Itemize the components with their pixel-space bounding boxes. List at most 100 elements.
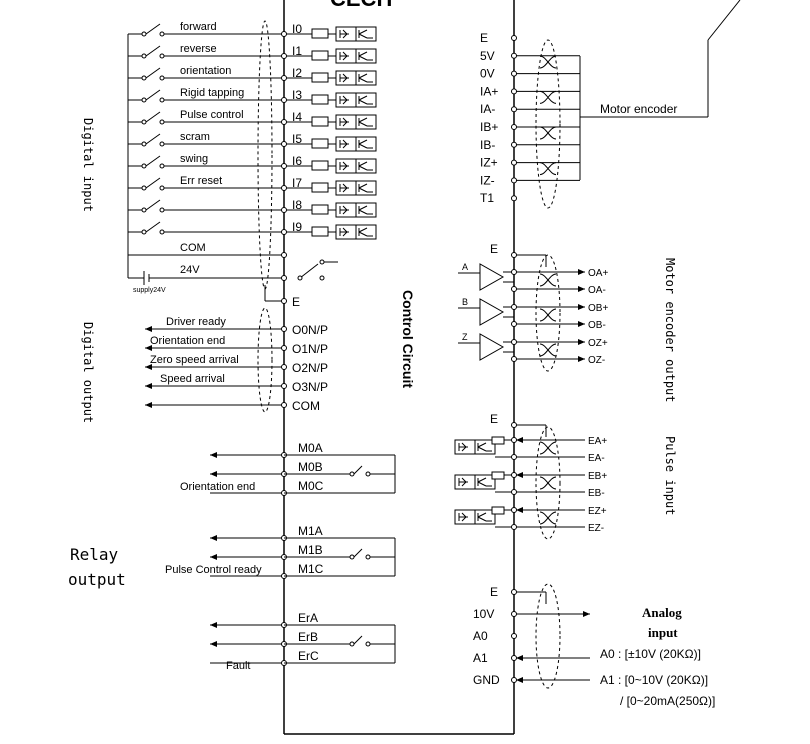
optocoupler-icon <box>335 158 377 174</box>
analog-spec-a1b: / [0~20mA(250Ω)] <box>620 694 715 708</box>
relay-function-label: Orientation end <box>180 481 255 493</box>
digital-input-label: scram <box>180 131 210 143</box>
pulse-input-channel: EZ+ EZ- <box>454 506 607 534</box>
header-partial-text: CECH <box>330 0 392 11</box>
encoder-pin-row: IB+ <box>480 120 580 134</box>
relay-pin-label: M0A <box>298 441 323 455</box>
input-terminal <box>281 31 287 37</box>
input-terminal <box>281 53 287 59</box>
resistor <box>311 226 329 237</box>
encoder-pin-row: IA+ <box>480 84 580 98</box>
relay-pin-label: ErC <box>298 649 319 663</box>
encoder-pin-label: IZ- <box>480 173 495 187</box>
pulse-input-terminal <box>511 454 517 460</box>
resistor <box>491 506 505 515</box>
digital-output-pin: O3N/P <box>292 380 328 394</box>
do-e-label: E <box>292 295 300 309</box>
channel-neg-label: OZ- <box>588 355 605 366</box>
relay-pin-label: ErB <box>298 630 318 644</box>
analog-pin-label: 10V <box>473 607 494 621</box>
channel-pos-label: EZ+ <box>588 506 607 517</box>
resistor <box>311 28 329 39</box>
shield-ellipse-eo <box>535 254 561 372</box>
encoder-output-channel: AOA+OA- <box>458 262 608 296</box>
motor-encoder-label: Motor encoder <box>600 102 677 116</box>
do-e-row: E <box>264 285 300 309</box>
encoder-pin-label: E <box>480 31 488 45</box>
digital-output-label: Speed arrival <box>160 373 225 385</box>
analog-terminal <box>511 633 517 639</box>
twisted-pair-icon <box>539 511 557 525</box>
twisted-pair-icon <box>539 476 557 490</box>
relay-pin-label: M1A <box>298 524 323 538</box>
control-circuit-label: Control Circuit <box>400 290 416 388</box>
optocoupler-icon <box>335 114 377 130</box>
encoder-terminal <box>511 106 517 113</box>
digital-output-row: COM <box>145 399 320 413</box>
digital-input-row: scram I5 <box>128 131 377 152</box>
digital-input-pin: I2 <box>292 66 302 80</box>
optocoupler-icon <box>454 474 496 490</box>
digital-input-pin: I4 <box>292 110 302 124</box>
encoder-pin-label: IA- <box>480 102 495 116</box>
pulse-input-terminal <box>511 437 517 443</box>
channel-neg-label: OB- <box>588 320 606 331</box>
encoder-output-terminal <box>511 286 517 292</box>
relay-pin-label: M0B <box>298 460 323 474</box>
resistor <box>311 116 329 127</box>
shield-ellipse-ai <box>535 583 561 689</box>
resistor <box>311 182 329 193</box>
line-driver-icon <box>479 333 505 361</box>
encoder-pin-row: T1 <box>480 191 517 205</box>
resistor <box>311 94 329 105</box>
encoder-pin-row: 0V <box>480 67 580 81</box>
input-terminal <box>281 229 287 235</box>
digital-input-label: Pulse control <box>180 109 244 121</box>
output-terminal <box>281 383 287 389</box>
digital-output-title: Digital output <box>81 322 95 423</box>
digital-input-pin: I7 <box>292 176 302 190</box>
twisted-pair-icon <box>539 126 557 140</box>
channel-neg-label: EZ- <box>588 523 604 534</box>
com-label: COM <box>180 242 206 254</box>
encoder-terminal <box>511 141 517 148</box>
analog-pin-row: 10V <box>473 607 517 621</box>
resistor <box>491 436 505 445</box>
channel-input-label: A <box>462 262 468 272</box>
encoder-pin-label: T1 <box>480 191 494 205</box>
digital-input-pin: I6 <box>292 154 302 168</box>
line-driver-icon <box>479 263 505 291</box>
optocoupler-icon <box>454 439 496 455</box>
optocoupler-icon <box>335 70 377 86</box>
twisted-pair-icon <box>539 90 557 104</box>
channel-pos-label: EB+ <box>588 471 607 482</box>
twisted-pair-icon <box>539 441 557 455</box>
optocoupler-icon <box>335 26 377 42</box>
digital-input-pin: I5 <box>292 132 302 146</box>
twisted-pair-icon <box>539 273 557 287</box>
digital-input-row: I8 <box>128 198 377 218</box>
resistor <box>311 72 329 83</box>
digital-input-label: swing <box>180 153 208 165</box>
encoder-pin-row: IZ+ <box>480 156 580 170</box>
encoder-pin-label: IZ+ <box>480 156 498 170</box>
digital-output-pin: O0N/P <box>292 323 328 337</box>
output-terminal <box>281 326 287 332</box>
shield-ellipse-do <box>257 307 273 413</box>
input-terminal <box>281 75 287 81</box>
relay-pin-label: ErA <box>298 611 318 625</box>
pulse-input-channel: EA+EA- <box>454 436 607 464</box>
encoder-pin-label: IB- <box>480 138 495 152</box>
optocoupler-icon <box>335 202 377 218</box>
twisted-pair-icon <box>539 343 557 357</box>
